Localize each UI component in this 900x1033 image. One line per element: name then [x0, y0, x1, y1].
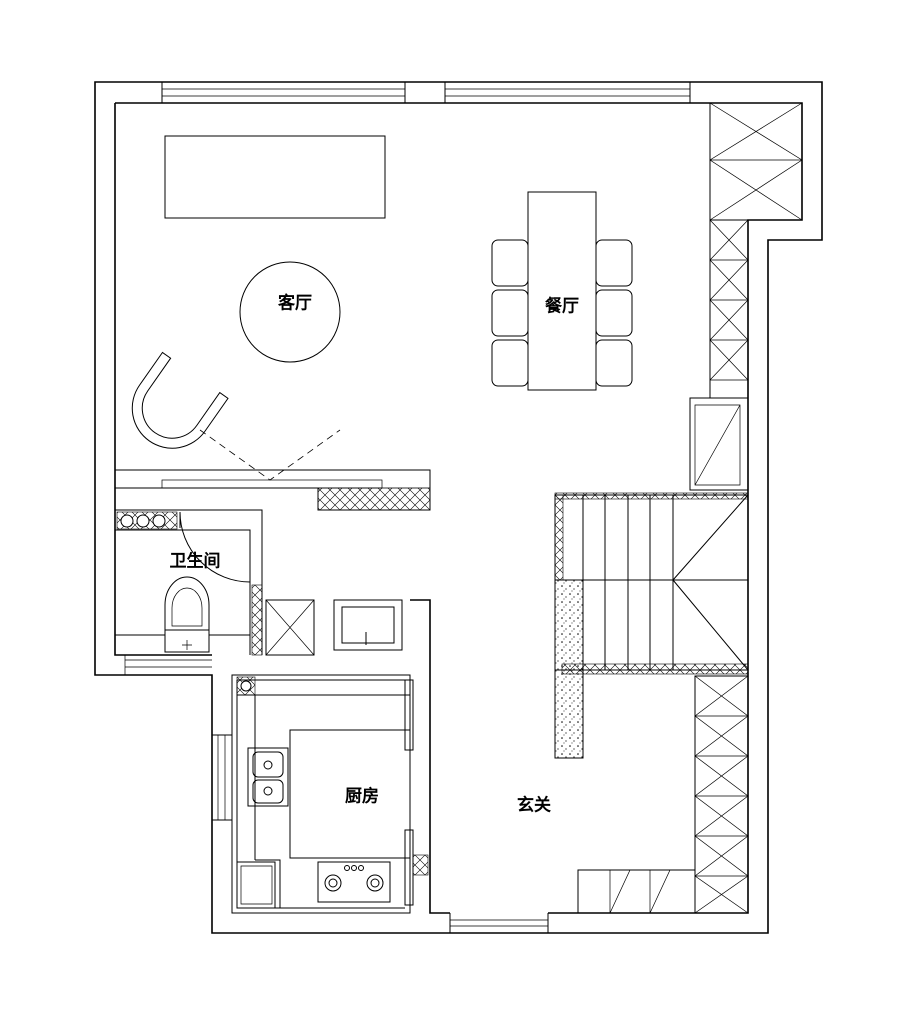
- wall-hatch: [317, 487, 431, 511]
- entrance-label: 玄关: [517, 794, 551, 814]
- kitchen-right-hatch: [412, 854, 429, 876]
- stair-hatch-bottom: [561, 663, 749, 675]
- stove-icon: [317, 861, 391, 903]
- dining-table: [527, 191, 597, 391]
- utility-area: [265, 599, 403, 656]
- dining-room-label: 餐厅: [545, 295, 579, 315]
- living-room-label: 客厅: [277, 292, 312, 312]
- kitchen-label: 厨房: [345, 785, 379, 805]
- coffee-table: [239, 261, 341, 363]
- stone-column: [554, 579, 584, 759]
- kitchen-sink-icon: [247, 747, 289, 807]
- tv-cabinet: [164, 135, 386, 219]
- toilet-icon: [164, 576, 210, 653]
- bathroom-wall-hatch-2: [251, 584, 263, 656]
- bathroom: 卫生间: [115, 509, 263, 656]
- outer-walls: [94, 81, 823, 934]
- living-room: 客厅: [115, 135, 431, 511]
- staircase-icon: [554, 492, 749, 759]
- right-cabinets: [577, 102, 803, 914]
- stair-hatch-left: [554, 494, 564, 581]
- sliding-door-swing: [199, 429, 341, 481]
- stair-hatch-top: [554, 492, 749, 500]
- kitchen: 厨房: [231, 674, 429, 914]
- sink-icon: [333, 599, 403, 651]
- dining-room: 餐厅: [491, 191, 633, 391]
- armchair-icon: [131, 351, 229, 449]
- bathroom-label: 卫生间: [170, 550, 221, 570]
